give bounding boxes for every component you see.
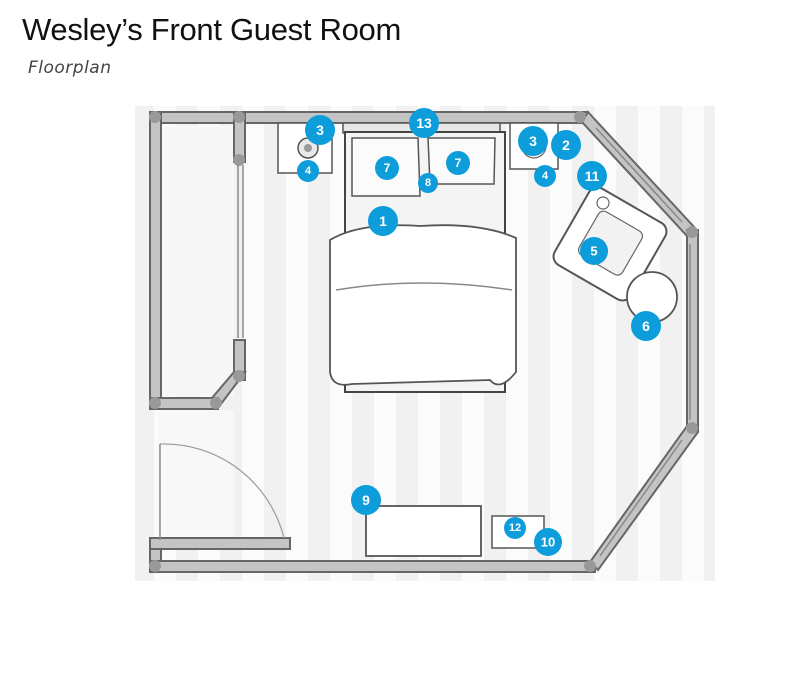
marker-3-right: 3 (518, 126, 548, 156)
marker-6: 6 (631, 311, 661, 341)
marker-4-left: 4 (297, 160, 319, 182)
svg-text:11: 11 (585, 168, 600, 184)
marker-3-left: 3 (305, 115, 335, 145)
wall-bottom (149, 560, 596, 573)
marker-5: 5 (580, 237, 608, 265)
page-subtitle: Floorplan (28, 58, 112, 78)
svg-text:10: 10 (541, 535, 555, 550)
svg-text:6: 6 (642, 318, 650, 334)
svg-text:7: 7 (455, 156, 462, 170)
marker-9: 9 (351, 485, 381, 515)
svg-text:7: 7 (384, 161, 391, 175)
wall-left-upper (149, 111, 162, 408)
svg-text:12: 12 (509, 522, 521, 534)
marker-1: 1 (368, 206, 398, 236)
svg-text:4: 4 (305, 165, 312, 177)
entry-door (159, 443, 285, 540)
svg-text:4: 4 (542, 170, 549, 182)
wall-right (686, 229, 699, 431)
door-jamb (149, 537, 291, 550)
svg-text:3: 3 (316, 122, 324, 138)
marker-7-right: 7 (446, 151, 470, 175)
marker-8: 8 (418, 173, 438, 193)
marker-4-right: 4 (534, 165, 556, 187)
floor-lamp (596, 196, 610, 210)
svg-text:5: 5 (590, 244, 597, 259)
dresser (365, 505, 482, 557)
marker-11: 11 (577, 161, 607, 191)
marker-2: 2 (551, 130, 581, 160)
marker-12: 12 (504, 517, 526, 539)
duvet (329, 224, 517, 386)
svg-text:2: 2 (562, 137, 570, 153)
svg-text:1: 1 (379, 213, 387, 229)
lamp-left-base (304, 144, 312, 152)
windows (595, 127, 691, 557)
closet-doors (237, 165, 244, 338)
markers: 1 2 3 3 4 4 5 6 7 7 8 9 10 11 12 13 (297, 108, 661, 556)
marker-13: 13 (409, 108, 439, 138)
bed (329, 131, 517, 393)
svg-text:13: 13 (416, 115, 432, 131)
svg-text:8: 8 (425, 177, 431, 189)
wall-joints (149, 111, 698, 572)
svg-text:3: 3 (529, 133, 537, 149)
wall-top (149, 111, 589, 124)
entry-floor (158, 410, 234, 550)
page-title: Wesley’s Front Guest Room (22, 12, 401, 47)
marker-10: 10 (534, 528, 562, 556)
closet-floor (158, 126, 234, 396)
marker-7-left: 7 (375, 156, 399, 180)
svg-text:9: 9 (362, 492, 370, 508)
